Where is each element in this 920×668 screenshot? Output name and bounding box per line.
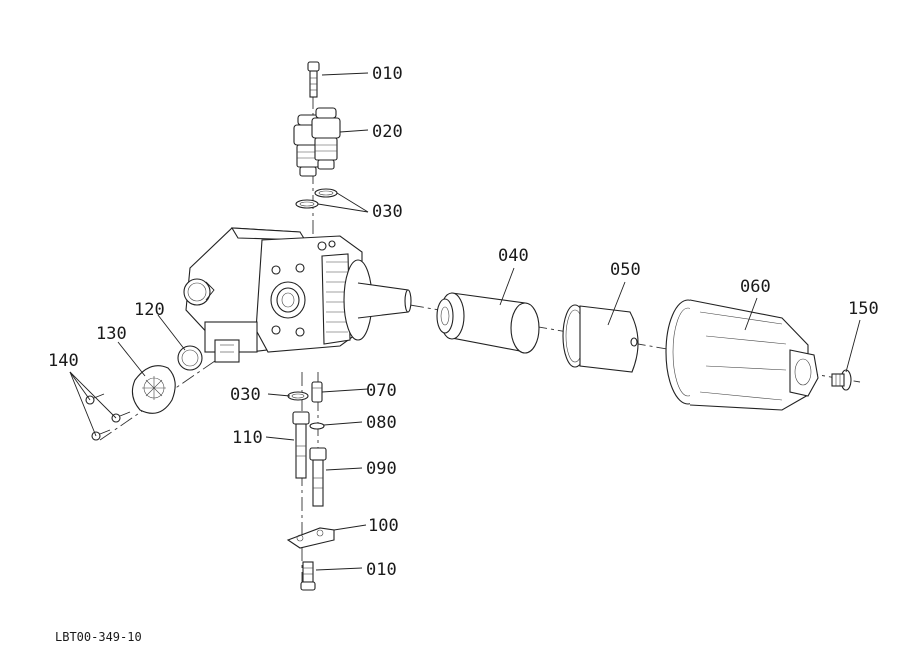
- part-030-mid-oring: [287, 391, 309, 401]
- callout-040: 040: [498, 246, 529, 266]
- part-100-bracket: [286, 527, 335, 549]
- callout-labels: 010 020 030 040 050 060 150 120 130 140 …: [48, 64, 879, 580]
- part-050-inner-cup: [562, 304, 639, 373]
- part-140-screws: [85, 393, 131, 441]
- callout-060: 060: [740, 277, 771, 297]
- part-120-oring: [177, 345, 203, 371]
- pump-housing: [183, 227, 412, 363]
- part-090-stem: [309, 447, 327, 507]
- callout-100: 100: [368, 516, 399, 536]
- callout-140: 140: [48, 351, 79, 371]
- part-130-cover-plate: [131, 365, 176, 414]
- callout-010-bottom: 010: [366, 560, 397, 580]
- callout-030-top: 030: [372, 202, 403, 222]
- callout-070: 070: [366, 381, 397, 401]
- part-040-filter-element: [436, 292, 540, 354]
- part-110-stem: [292, 411, 310, 479]
- callout-130: 130: [96, 324, 127, 344]
- document-number: LBT00-349-10: [55, 630, 142, 644]
- part-060-filter-bowl: [665, 299, 819, 411]
- part-150-plug: [831, 369, 852, 391]
- part-030-top-orings: [295, 188, 338, 209]
- leader-lines: [69, 72, 861, 571]
- part-010-bottom-screw: [300, 561, 316, 591]
- callout-120: 120: [134, 300, 165, 320]
- part-010-top-screw: [307, 61, 320, 98]
- callout-030-mid: 030: [230, 385, 261, 405]
- part-070-valve: [311, 381, 323, 403]
- callout-150: 150: [848, 299, 879, 319]
- part-020-valves: [293, 107, 341, 177]
- callout-050: 050: [610, 260, 641, 280]
- callout-010-top: 010: [372, 64, 403, 84]
- callout-090: 090: [366, 459, 397, 479]
- callout-110: 110: [232, 428, 263, 448]
- callout-080: 080: [366, 413, 397, 433]
- callout-020: 020: [372, 122, 403, 142]
- part-080-oring: [309, 422, 325, 430]
